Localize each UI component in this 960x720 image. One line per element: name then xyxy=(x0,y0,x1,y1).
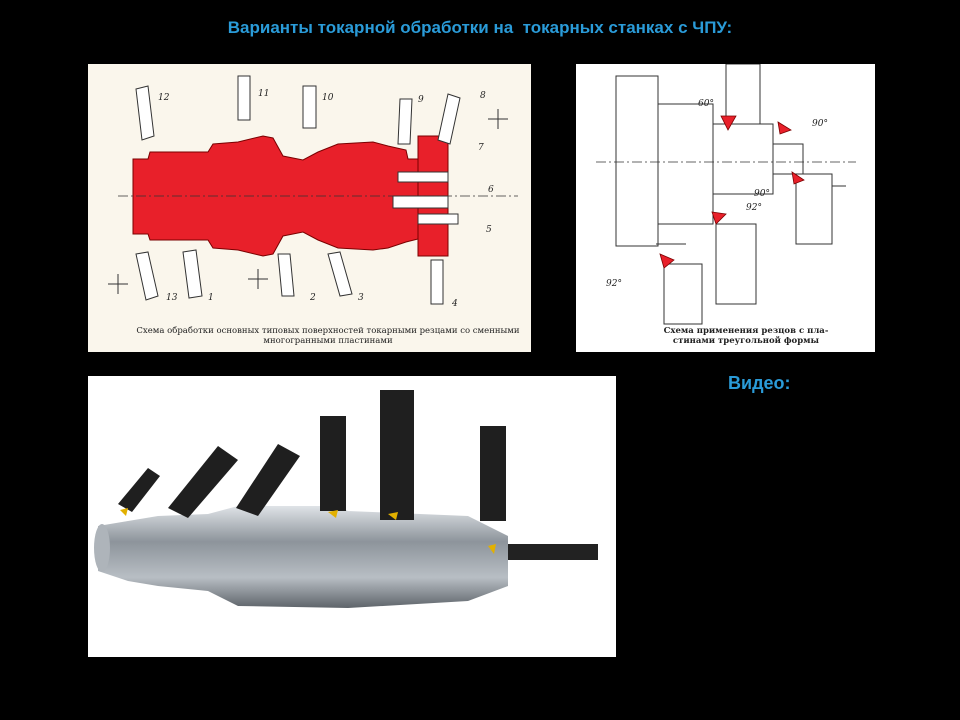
angle-60: 60° xyxy=(698,99,714,109)
tool-label-6: 6 xyxy=(488,185,494,195)
tool-label-13: 13 xyxy=(166,293,178,303)
angle-90-mid: 90° xyxy=(754,189,770,199)
triangular-inserts-diagram: 60° 90° 90° 92° 92° Схема применения рез… xyxy=(576,64,875,352)
workpiece-shaft xyxy=(98,506,508,608)
turning-tools-render xyxy=(88,376,616,657)
left-caption-line1: Схема обработки основных типовых поверхн… xyxy=(136,326,520,336)
boring-bar xyxy=(508,544,598,560)
tool-label-10: 10 xyxy=(322,93,334,103)
tool-label-12: 12 xyxy=(158,93,170,103)
angle-92-bottom: 92° xyxy=(606,279,622,289)
triangular-inserts-drawing: 60° 90° 90° 92° 92° xyxy=(596,64,856,325)
tool-label-3: 3 xyxy=(358,293,364,303)
turning-operations-drawing: 12 11 10 9 8 7 6 5 13 1 2 3 4 xyxy=(108,75,518,309)
turning-operations-diagram: 12 11 10 9 8 7 6 5 13 1 2 3 4 Схема обра… xyxy=(88,64,531,352)
video-label[interactable]: Видео: xyxy=(728,373,791,393)
tool-label-2: 2 xyxy=(309,293,316,303)
angle-92-mid: 92° xyxy=(746,203,762,213)
slide-title: Варианты токарной обработки на токарных … xyxy=(227,18,733,37)
right-caption-line1: Схема применения резцов с пла- xyxy=(663,326,829,336)
tool-label-1: 1 xyxy=(208,293,214,303)
tool-label-4: 4 xyxy=(451,299,458,309)
tool-label-8: 8 xyxy=(480,91,486,101)
tool-label-5: 5 xyxy=(486,225,492,235)
right-caption-line2: стинами треугольной формы xyxy=(672,336,820,346)
angle-90-top: 90° xyxy=(812,119,828,129)
tool-label-9: 9 xyxy=(418,95,424,105)
tool-label-7: 7 xyxy=(478,143,484,153)
left-caption-line2: многогранными пластинами xyxy=(263,336,393,346)
turning-tools-illustration xyxy=(94,390,598,608)
tool-label-11: 11 xyxy=(258,89,269,99)
